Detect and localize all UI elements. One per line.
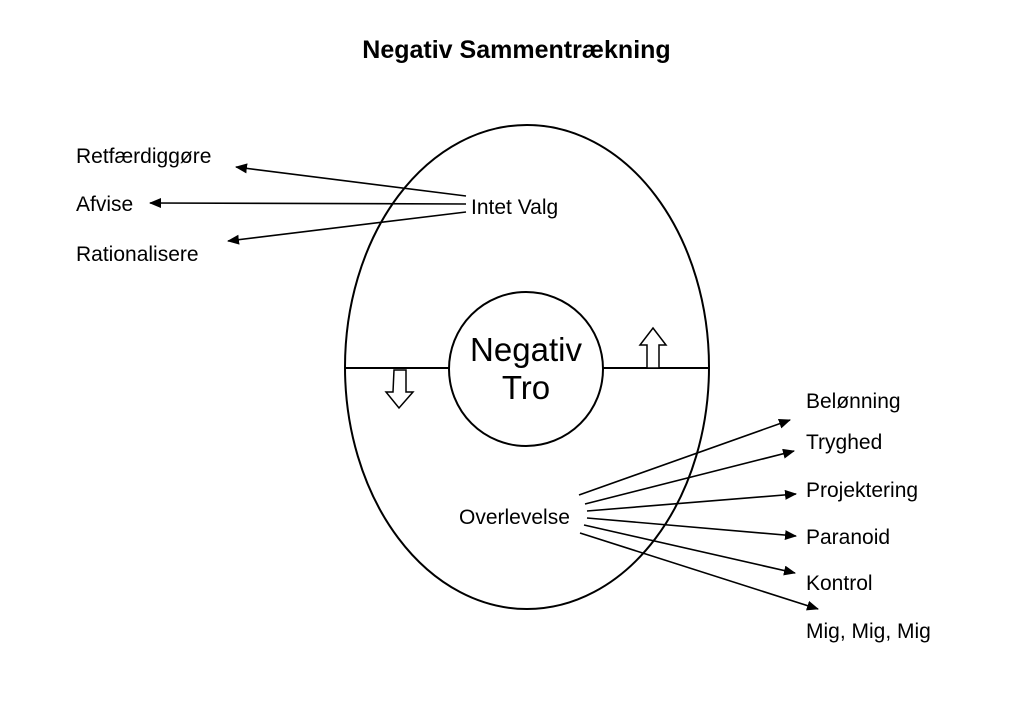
upper-target-afvise: Afvise [76,193,133,216]
lower-node-label: Overlevelse [459,506,570,529]
upper-node-label: Intet Valg [471,196,558,219]
lower-target-belonning: Belønning [806,390,901,413]
center-circle [448,291,604,447]
lower-target-kontrol: Kontrol [806,572,873,595]
lower-target-mig-mig-mig: Mig, Mig, Mig [806,620,931,643]
arrow-to-projektering [586,489,797,512]
arrow-to-kontrol [583,524,796,576]
upper-target-retfaerdiggore: Retfærdiggøre [76,145,211,168]
center-label-line2: Tro [502,369,550,406]
up-arrow-icon [638,326,668,369]
arrow-to-paranoid [586,517,797,541]
lower-target-projektering: Projektering [806,479,918,502]
arrow-to-rationalisere [227,211,467,245]
upper-target-rationalisere: Rationalisere [76,243,199,266]
arrow-to-belonning [578,418,791,496]
arrow-to-retfaerdiggore [235,163,467,197]
down-arrow-icon [384,369,415,410]
center-label-line1: Negativ [470,331,582,368]
lower-target-tryghed: Tryghed [806,431,882,454]
arrow-to-mig-mig-mig [579,532,819,611]
lower-target-paranoid: Paranoid [806,526,890,549]
arrow-to-tryghed [584,448,795,505]
arrow-to-afvise [149,198,467,209]
diagram-title: Negativ Sammentrækning [362,36,671,64]
